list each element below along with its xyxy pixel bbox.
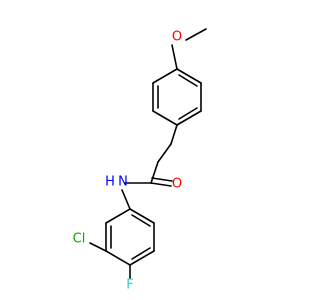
bond-ch2-co <box>150 161 159 184</box>
bond-ring1-c <box>176 110 202 126</box>
atom-amide-n: N H <box>105 175 128 190</box>
atom-label-f: F <box>126 278 133 293</box>
bond-ring1-d <box>152 110 178 126</box>
atom-methoxy-o: O <box>172 30 182 45</box>
atom-label-cl: Cl <box>73 232 86 247</box>
bond-ring2-a-inner <box>131 214 151 227</box>
bond-c-o-double-1 <box>150 182 172 187</box>
atom-label-h: H <box>105 175 115 190</box>
bond-methyl-o <box>185 28 207 41</box>
bond-o-ring <box>171 44 178 70</box>
bond-ring1-a <box>176 68 202 84</box>
atom-carbonyl-o: O <box>172 177 182 192</box>
atom-label-n: N <box>118 175 128 190</box>
bond-n-ring <box>121 189 131 210</box>
bond-ring2-c <box>129 250 155 266</box>
molecule-drawing: O N H O Cl F <box>73 28 207 293</box>
atom-label-o2: O <box>172 177 182 192</box>
bond-ring-ch2 <box>170 124 178 145</box>
bond-ring2-a <box>129 208 155 224</box>
bond-ch2-ch2 <box>157 143 172 163</box>
atom-chlorine: Cl <box>73 232 86 247</box>
bond-ring1-f <box>152 68 178 84</box>
bond-ring2-d <box>105 250 131 266</box>
bond-ring2-c-inner <box>131 247 151 260</box>
bond-ring-cl <box>89 242 107 252</box>
bond-c-o-double-2 <box>151 177 173 182</box>
bond-ring1-c-inner <box>178 107 198 120</box>
atom-label-o1: O <box>172 30 182 45</box>
bond-ring1-a-inner <box>178 74 198 87</box>
atom-fluorine: F <box>126 278 133 293</box>
bond-ring2-f <box>105 208 131 224</box>
structure-canvas: O N H O Cl F <box>72 28 207 293</box>
